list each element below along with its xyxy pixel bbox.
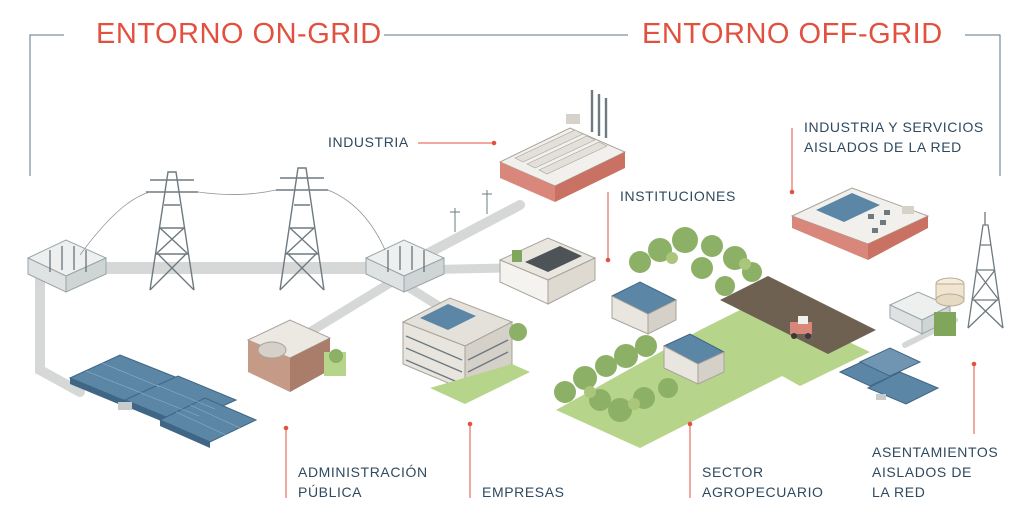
label-administracion-line2: PÚBLICA xyxy=(298,484,363,500)
off-grid-heading: ENTORNO OFF-GRID xyxy=(642,18,943,50)
label-asentamientos-line2: AISLADOS DE xyxy=(872,464,972,480)
label-agropecuario-line1: SECTOR xyxy=(702,464,764,480)
solar-farm-ongrid xyxy=(68,354,258,448)
label-empresas-line: EMPRESAS xyxy=(482,484,565,500)
small-poles xyxy=(450,190,492,232)
power-pylon-1 xyxy=(146,171,198,291)
water-tank xyxy=(935,277,965,307)
label-industria-servicios-line1: INDUSTRIA Y SERVICIOS xyxy=(804,119,984,135)
label-asentamientos-line3: LA RED xyxy=(872,484,926,500)
label-empresas: EMPRESAS xyxy=(482,482,565,502)
public-administration-building xyxy=(246,319,346,392)
on-grid-heading: ENTORNO ON-GRID xyxy=(96,18,382,50)
power-pylon-2 xyxy=(276,167,328,291)
isolated-industry-building xyxy=(790,187,930,260)
leader-lines xyxy=(283,128,977,498)
factory-building xyxy=(498,90,627,202)
label-asentamientos-line1: ASENTAMIENTOS xyxy=(872,444,999,460)
institution-building xyxy=(498,237,597,305)
label-asentamientos: ASENTAMIENTOS AISLADOS DE LA RED xyxy=(872,442,998,502)
antenna-tower xyxy=(967,212,1004,329)
label-instituciones: INSTITUCIONES xyxy=(620,186,736,206)
substation-left xyxy=(26,239,108,293)
label-industria-servicios: INDUSTRIA Y SERVICIOS AISLADOS DE LA RED xyxy=(804,117,984,157)
frame-lines xyxy=(29,34,1001,176)
power-lines xyxy=(79,189,386,256)
label-industria-servicios-line2: AISLADOS DE LA RED xyxy=(804,139,962,155)
label-administracion: ADMINISTRACIÓN PÚBLICA xyxy=(298,462,428,502)
label-industria: INDUSTRIA xyxy=(328,132,409,152)
solar-farm-offgrid xyxy=(838,347,940,405)
label-agropecuario-line2: AGROPECUARIO xyxy=(702,484,824,500)
label-instituciones-line: INSTITUCIONES xyxy=(620,188,736,204)
label-industria-line: INDUSTRIA xyxy=(328,134,409,150)
company-building xyxy=(401,297,530,404)
label-agropecuario: SECTOR AGROPECUARIO xyxy=(702,462,824,502)
label-administracion-line1: ADMINISTRACIÓN xyxy=(298,464,428,480)
substation-offgrid xyxy=(888,291,956,336)
substation-center xyxy=(364,239,446,293)
farm-area xyxy=(554,227,876,448)
